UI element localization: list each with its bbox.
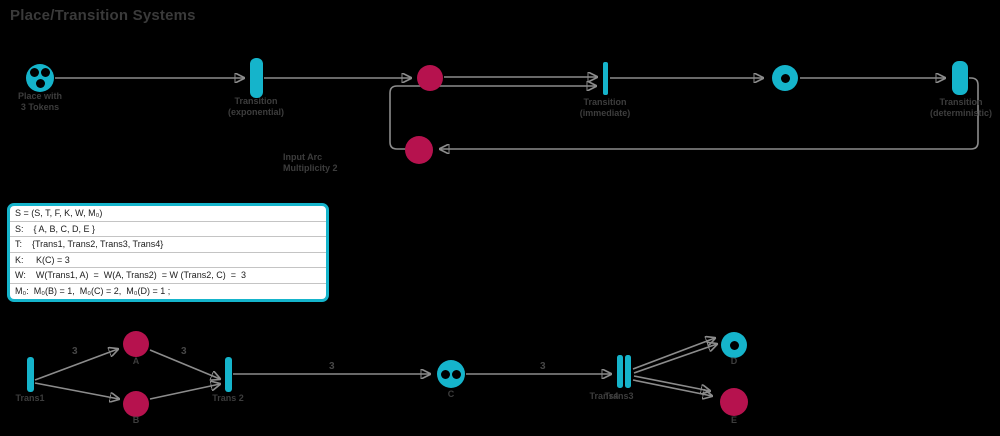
- transition-trans3: [617, 355, 623, 388]
- weight-c-trans3: 3: [540, 361, 546, 372]
- place-c: [437, 360, 465, 388]
- weight-trans2-c: 3: [329, 361, 335, 372]
- trans1-label: Trans1: [15, 393, 45, 403]
- token: [35, 79, 45, 88]
- place-with-3-tokens-label: Place with 3 Tokens: [17, 91, 62, 112]
- definition-row: W: W(Trans1, A) = W(A, Trans2) = W (Tran…: [10, 268, 326, 284]
- trans2-label: Trans 2: [212, 393, 244, 403]
- place-upper: [417, 65, 443, 91]
- transition-trans1: [27, 357, 34, 392]
- trans3-label: Trans3: [604, 391, 634, 401]
- input-arc-note: Input Arc Multiplicity 2: [283, 152, 338, 173]
- arc-trans4-to-d: [633, 344, 717, 374]
- arc-b-to-trans2: [149, 384, 220, 400]
- token: [452, 369, 461, 379]
- definition-row: S = (S, T, F, K, W, M₀): [10, 206, 326, 222]
- place-d-label: D: [730, 356, 738, 366]
- place-c-label: C: [447, 389, 455, 399]
- transition-deterministic-label: Transition (deterministic): [929, 97, 992, 118]
- token: [780, 73, 790, 83]
- place-with-1-token: [772, 65, 798, 91]
- page-title: Place/Transition Systems: [10, 7, 196, 24]
- arc-trans3-to-d: [632, 338, 715, 370]
- weight-a-trans2: 3: [181, 346, 187, 357]
- weight-trans1-a: 3: [72, 346, 78, 357]
- arc-a-to-trans2: [149, 349, 220, 379]
- arc-trans1-to-b: [34, 382, 119, 399]
- arc-deterministic-feedback: [440, 77, 979, 149]
- top-net-arcs: [55, 77, 979, 150]
- place-a-label: A: [132, 356, 140, 366]
- token: [729, 340, 739, 350]
- token: [41, 68, 50, 77]
- definition-row: K: K(C) = 3: [10, 253, 326, 269]
- place-b-label: B: [132, 415, 140, 425]
- place-a: [123, 331, 149, 357]
- bottom-net-arcs: [34, 338, 717, 400]
- place-b: [123, 391, 149, 417]
- token: [30, 68, 39, 77]
- arc-trans3-to-e: [633, 375, 710, 391]
- token: [441, 369, 450, 379]
- arc-multiplicity2-to-immediate: [389, 86, 596, 150]
- place-d: [721, 332, 747, 358]
- trans4-label: Trans4: [589, 391, 619, 401]
- arc-trans1-to-a: [34, 349, 118, 381]
- place-e-label: E: [730, 415, 737, 425]
- transition-deterministic: [952, 61, 968, 95]
- place-with-3-tokens: [26, 64, 54, 92]
- place-lower: [405, 136, 433, 164]
- definition-row: T: {Trans1, Trans2, Trans3, Trans4}: [10, 237, 326, 253]
- transition-exponential: [250, 58, 263, 98]
- transition-exponential-label: Transition (exponential): [227, 96, 284, 117]
- definition-row: S: { A, B, C, D, E }: [10, 222, 326, 238]
- place-e: [720, 388, 748, 416]
- transition-immediate: [603, 62, 608, 95]
- arc-trans4-to-e: [632, 379, 712, 396]
- transition-trans4: [625, 355, 631, 388]
- transition-trans2: [225, 357, 232, 392]
- definition-row: M₀: M₀(B) = 1, M₀(C) = 2, M₀(D) = 1 ;: [15, 285, 171, 296]
- transition-immediate-label: Transition (immediate): [579, 97, 631, 118]
- definition-box: S = (S, T, F, K, W, M₀) S: { A, B, C, D,…: [7, 203, 329, 302]
